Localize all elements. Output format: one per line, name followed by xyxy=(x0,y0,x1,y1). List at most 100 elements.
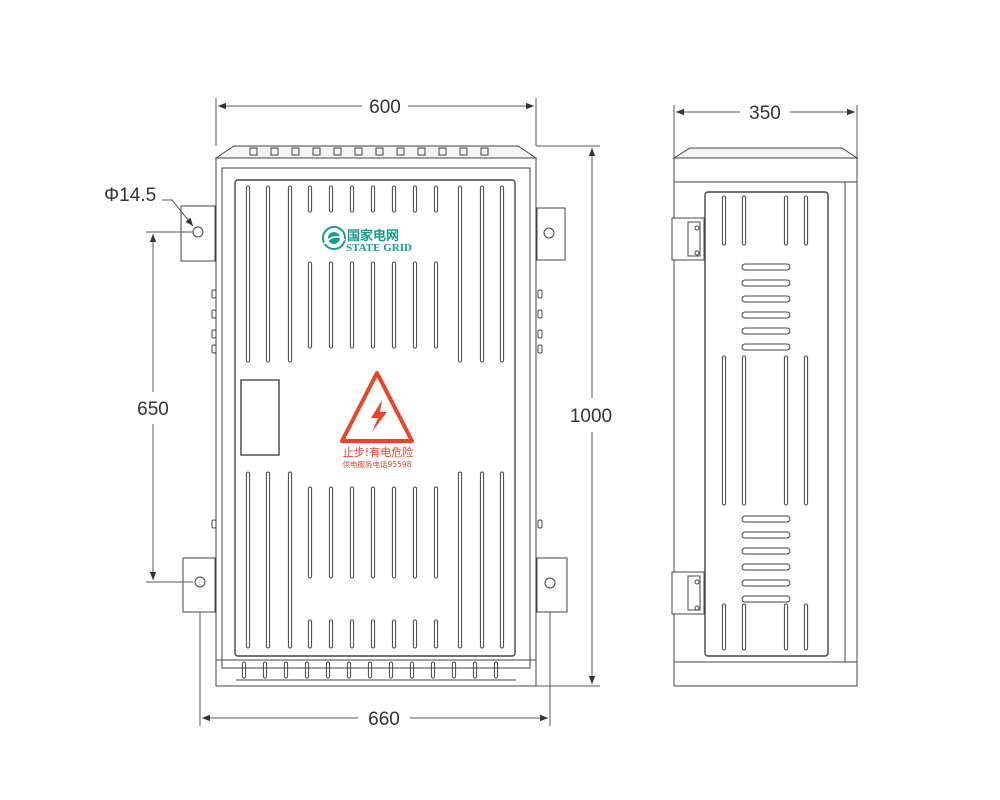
front-vents xyxy=(241,185,505,679)
base-slot xyxy=(493,661,499,679)
side-slot xyxy=(783,355,789,506)
side-stud xyxy=(537,344,543,354)
vent-slot xyxy=(391,486,397,579)
side-stud xyxy=(211,289,217,299)
dim-mount-width: 660 xyxy=(368,709,400,730)
base-slot xyxy=(388,661,394,679)
roof-rib xyxy=(480,147,489,156)
side-slot xyxy=(783,603,789,651)
louver xyxy=(741,595,791,603)
vent-slot xyxy=(479,471,485,649)
side-slot xyxy=(803,195,809,246)
roof-rib xyxy=(249,147,258,156)
louver xyxy=(741,327,791,335)
dim-hole-diameter: Φ14.5 xyxy=(104,185,156,206)
logo-globe-icon xyxy=(322,226,346,250)
logo-cn-text: 国家电网 xyxy=(347,228,399,244)
base-slot xyxy=(325,661,331,679)
base-slot xyxy=(262,661,268,679)
vent-slot xyxy=(349,185,355,213)
front-inner-frame xyxy=(221,167,531,669)
vent-slot xyxy=(370,185,376,213)
roof-rib xyxy=(417,147,426,156)
louver xyxy=(741,311,791,319)
vent-slot xyxy=(412,185,418,213)
base-slot xyxy=(430,661,436,679)
dimension-lines xyxy=(146,98,858,726)
louver xyxy=(741,547,791,555)
side-slot xyxy=(721,195,727,246)
base-slot xyxy=(304,661,310,679)
roof-rib xyxy=(375,147,384,156)
side-top-band xyxy=(673,157,858,183)
vent-slot xyxy=(391,619,397,649)
vent-slot xyxy=(370,486,376,579)
side-slot xyxy=(721,603,727,651)
vent-slot xyxy=(433,486,439,579)
side-stud xyxy=(211,519,217,529)
base-slot xyxy=(409,661,415,679)
louver xyxy=(741,515,791,523)
side-stud xyxy=(537,309,543,319)
vent-slot xyxy=(391,185,397,213)
side-stud xyxy=(537,519,543,529)
side-slot xyxy=(741,195,747,246)
danger-warning-sign: 止步!有电危险 供电服务电话95598 xyxy=(340,371,414,469)
base-slot xyxy=(367,661,373,679)
front-window xyxy=(240,379,280,456)
louver xyxy=(741,279,791,287)
vent-slot xyxy=(328,261,334,349)
base-slot xyxy=(241,661,247,679)
dim-front-width: 600 xyxy=(369,97,401,118)
vent-slot xyxy=(307,486,313,579)
side-bottom-band xyxy=(673,661,858,687)
vent-slot xyxy=(349,261,355,349)
state-grid-logo: 国家电网 STATE GRID xyxy=(322,226,412,254)
bracket-top-right xyxy=(536,207,566,261)
side-stud xyxy=(211,309,217,319)
vent-slot xyxy=(370,261,376,349)
vent-slot xyxy=(328,486,334,579)
vent-slot xyxy=(433,185,439,213)
vent-slot xyxy=(391,261,397,349)
vent-slot xyxy=(370,619,376,649)
side-panel xyxy=(704,191,829,657)
warning-phone-text: 供电服务电话95598 xyxy=(343,459,412,469)
vent-slot xyxy=(499,471,505,649)
side-stud xyxy=(211,329,217,339)
warning-text: 止步!有电危险 xyxy=(343,445,413,459)
side-slot xyxy=(721,355,727,506)
vent-slot xyxy=(457,471,463,649)
vent-slot xyxy=(412,486,418,579)
roof-rib xyxy=(396,147,405,156)
vent-slot xyxy=(307,619,313,649)
side-slot xyxy=(741,355,747,506)
louver xyxy=(741,563,791,571)
roof-rib xyxy=(333,147,342,156)
side-stud xyxy=(537,329,543,339)
vent-slot xyxy=(457,185,463,363)
louver xyxy=(741,531,791,539)
bracket-top-left xyxy=(180,205,216,262)
vent-slot xyxy=(433,261,439,349)
roof-rib xyxy=(354,147,363,156)
side-vents xyxy=(721,195,809,651)
front-door xyxy=(234,179,516,657)
mount-hole-top-right xyxy=(543,227,555,239)
vent-slot xyxy=(412,619,418,649)
vent-slot xyxy=(307,185,313,213)
vent-slot xyxy=(412,261,418,349)
vent-slot xyxy=(349,486,355,579)
vent-slot xyxy=(433,619,439,649)
side-view xyxy=(671,147,859,687)
roof-rib xyxy=(459,147,468,156)
roof-ribs xyxy=(249,147,489,156)
mount-hole-bottom-right xyxy=(544,577,556,589)
side-roof xyxy=(672,147,859,159)
roof-rib xyxy=(312,147,321,156)
vent-slot xyxy=(287,185,293,363)
side-slot xyxy=(741,603,747,651)
logo-en-text: STATE GRID xyxy=(346,242,412,254)
front-side-studs xyxy=(211,289,543,529)
